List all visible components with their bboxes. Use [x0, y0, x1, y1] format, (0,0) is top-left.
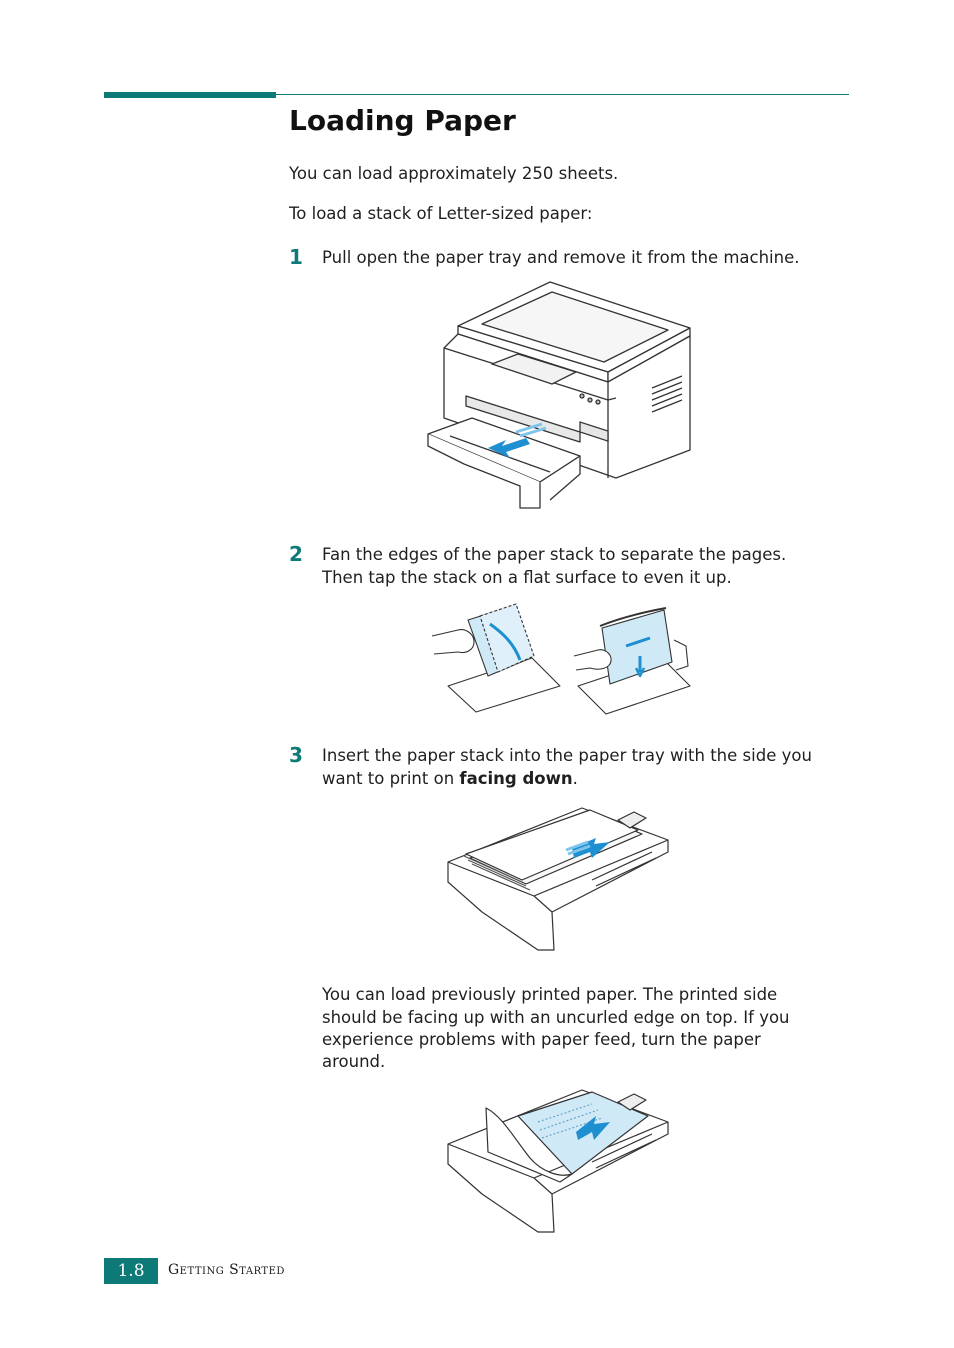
section-name: Getting Started	[168, 1262, 285, 1278]
step-3-line2-text: want to print on	[322, 769, 460, 788]
step-3-line2: want to print on facing down.	[322, 768, 578, 791]
note-line2: should be facing up with an uncurled edg…	[322, 1008, 790, 1027]
tray-insert-illustration	[447, 807, 669, 951]
step-3-number: 3	[289, 743, 303, 767]
step-3-line1: Insert the paper stack into the paper tr…	[322, 746, 812, 765]
step-2-line2: Then tap the stack on a flat surface to …	[322, 568, 732, 587]
page-number: 1.8	[104, 1258, 158, 1284]
fan-paper-illustration	[431, 603, 691, 715]
step-2-number: 2	[289, 542, 303, 566]
tray-printed-paper-illustration	[447, 1089, 669, 1233]
printer-tray-illustration	[427, 281, 691, 509]
step-3-emphasis: facing down	[459, 769, 573, 788]
step-2-line1: Fan the edges of the paper stack to sepa…	[322, 545, 787, 564]
intro-letter: To load a stack of Letter-sized paper:	[289, 204, 593, 223]
note-line4: around.	[322, 1052, 386, 1071]
step-3-period: .	[572, 769, 578, 788]
note-line1: You can load previously printed paper. T…	[322, 985, 778, 1004]
page-title: Loading Paper	[289, 104, 516, 137]
step-1-number: 1	[289, 245, 303, 269]
note-line3: experience problems with paper feed, tur…	[322, 1030, 761, 1049]
intro-capacity: You can load approximately 250 sheets.	[289, 164, 619, 183]
header-rule-thin	[276, 94, 849, 95]
header-rule-thick	[104, 92, 276, 98]
step-1-text: Pull open the paper tray and remove it f…	[322, 248, 800, 267]
